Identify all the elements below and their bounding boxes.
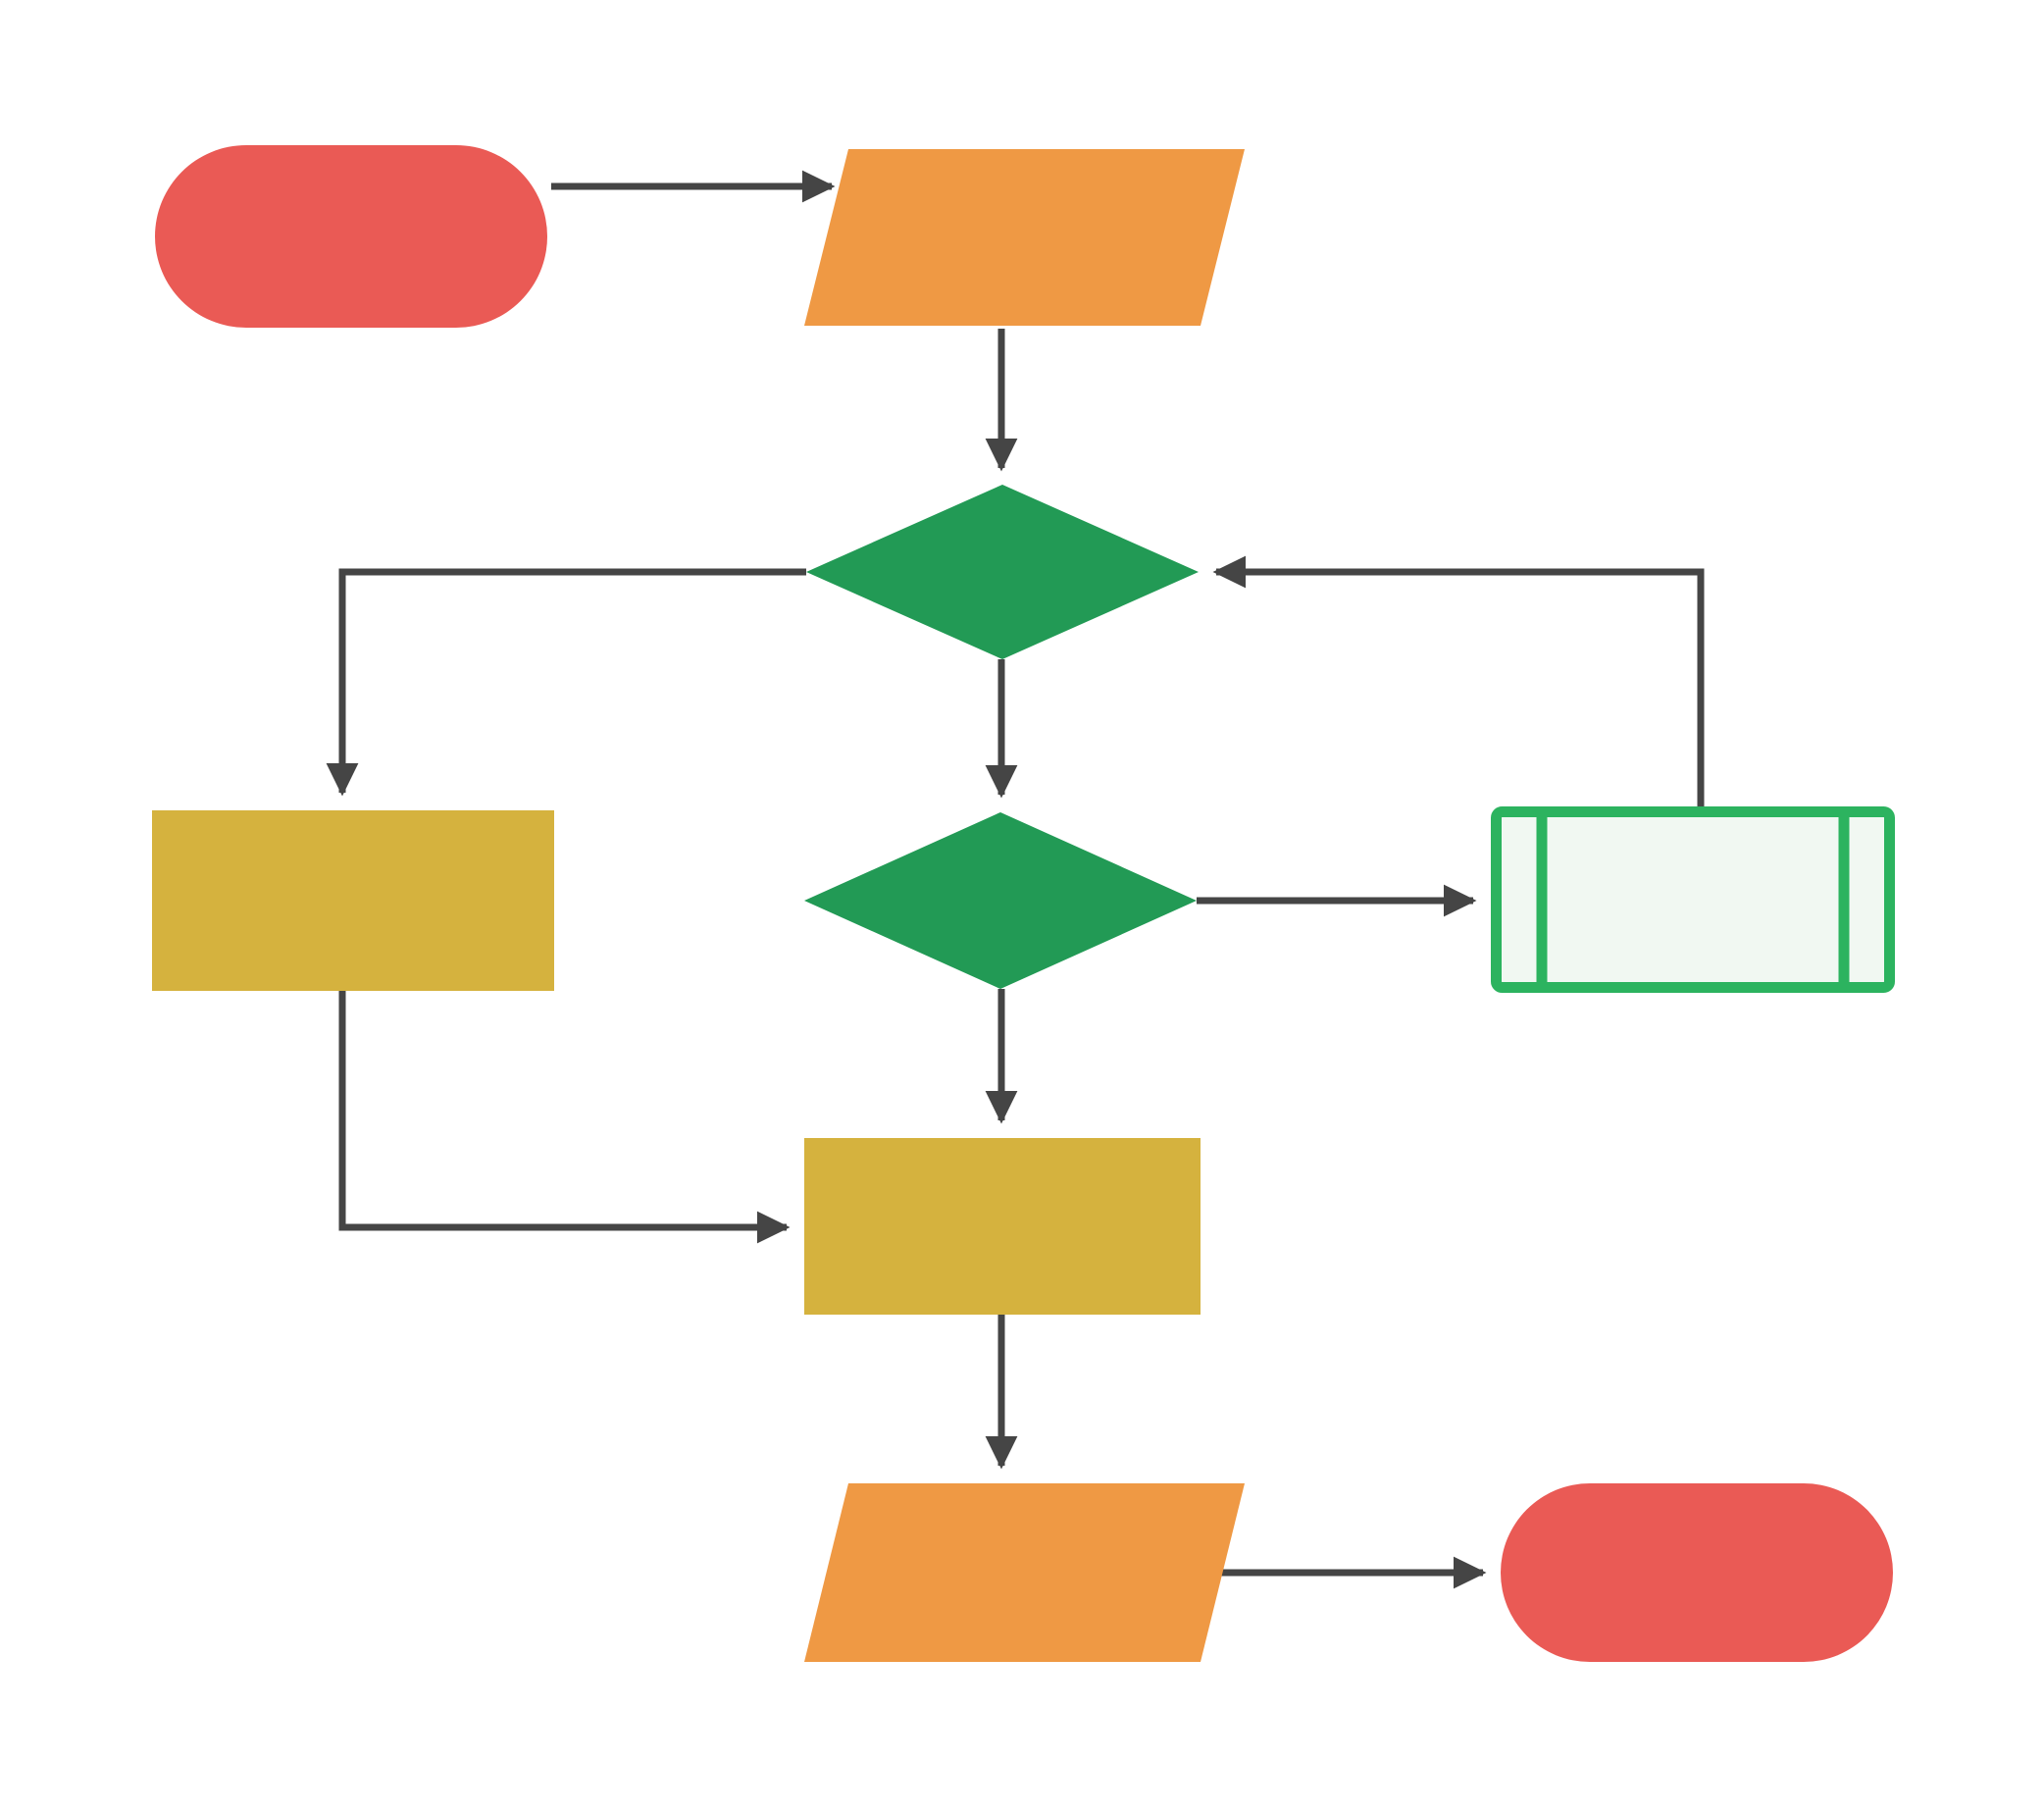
flow-edge: [338, 991, 791, 1244]
node-subroutine[interactable]: [1491, 806, 1895, 993]
flow-edge: [1212, 555, 1705, 806]
node-end[interactable]: [1501, 1483, 1893, 1662]
node-decision-2[interactable]: [804, 812, 1197, 989]
node-process-center[interactable]: [804, 1138, 1201, 1315]
flow-edge: [326, 568, 806, 797]
nodes-layer: [152, 145, 1895, 1662]
node-start[interactable]: [155, 145, 547, 328]
node-output[interactable]: [804, 1483, 1245, 1662]
node-process-left[interactable]: [152, 810, 554, 991]
node-decision-1[interactable]: [806, 485, 1199, 659]
node-input[interactable]: [804, 149, 1245, 326]
edges-layer: [326, 170, 1705, 1589]
